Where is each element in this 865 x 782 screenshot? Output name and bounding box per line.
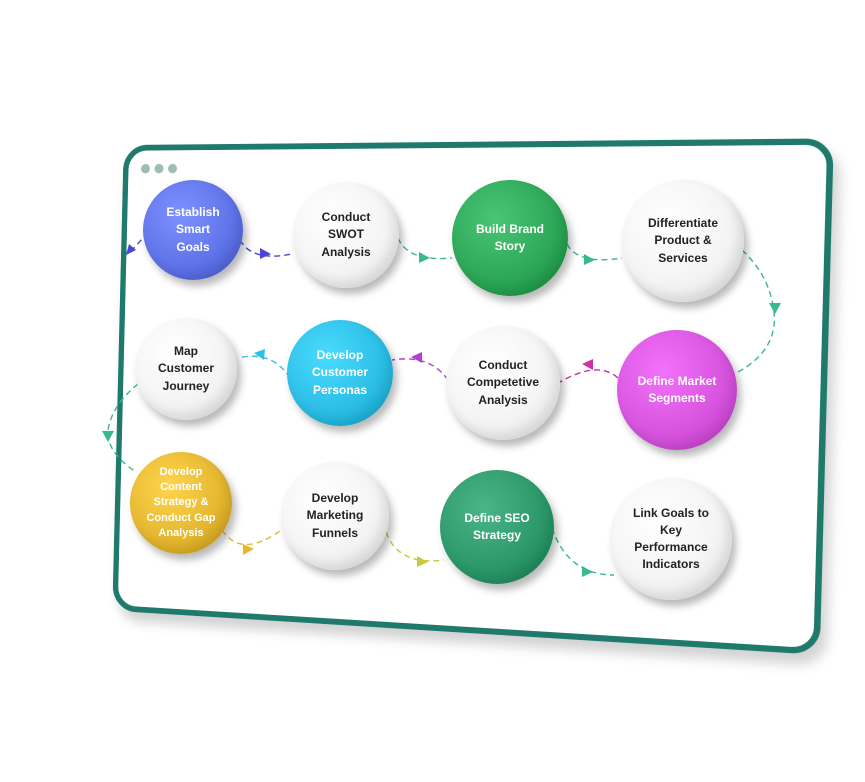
step-define-market-segments: Define Market Segments <box>617 330 737 450</box>
step-conduct-swot-analysis: Conduct SWOT Analysis <box>293 182 399 288</box>
step-label: Develop Content Strategy & Conduct Gap A… <box>142 465 219 542</box>
step-label: Differentiate Product & Services <box>636 215 730 266</box>
step-label: Define SEO Strategy <box>452 510 541 544</box>
step-establish-smart-goals: Establish Smart Goals <box>143 180 243 280</box>
step-label: Conduct Competetive Analysis <box>455 357 551 408</box>
step-conduct-competetive-analysis: Conduct Competetive Analysis <box>446 326 560 440</box>
step-define-seo-strategy: Define SEO Strategy <box>440 470 554 584</box>
step-label: Develop Customer Personas <box>300 347 380 398</box>
step-label: Conduct SWOT Analysis <box>309 209 382 260</box>
step-label: Define Market Segments <box>626 373 729 407</box>
arrowhead-icon <box>102 431 114 442</box>
step-label: Map Customer Journey <box>135 343 237 394</box>
step-develop-marketing-funnels: Develop Marketing Funnels <box>281 462 389 570</box>
window-dot-icon <box>154 164 163 174</box>
step-develop-content-strategy: Develop Content Strategy & Conduct Gap A… <box>130 452 232 554</box>
step-label: Link Goals to Key Performance Indicators <box>621 505 721 573</box>
step-label: Build Brand Story <box>464 221 556 255</box>
step-label: Develop Marketing Funnels <box>295 490 376 541</box>
window-dot-icon <box>141 164 150 174</box>
step-develop-customer-personas: Develop Customer Personas <box>287 320 393 426</box>
step-link-goals-to-kpis: Link Goals to Key Performance Indicators <box>610 478 732 600</box>
step-label: Establish Smart Goals <box>154 204 231 255</box>
step-build-brand-story: Build Brand Story <box>452 180 568 296</box>
step-map-customer-journey: Map Customer Journey <box>135 318 237 420</box>
window-dot-icon <box>168 164 177 174</box>
window-controls <box>141 164 177 174</box>
step-differentiate-product-services: Differentiate Product & Services <box>622 180 744 302</box>
